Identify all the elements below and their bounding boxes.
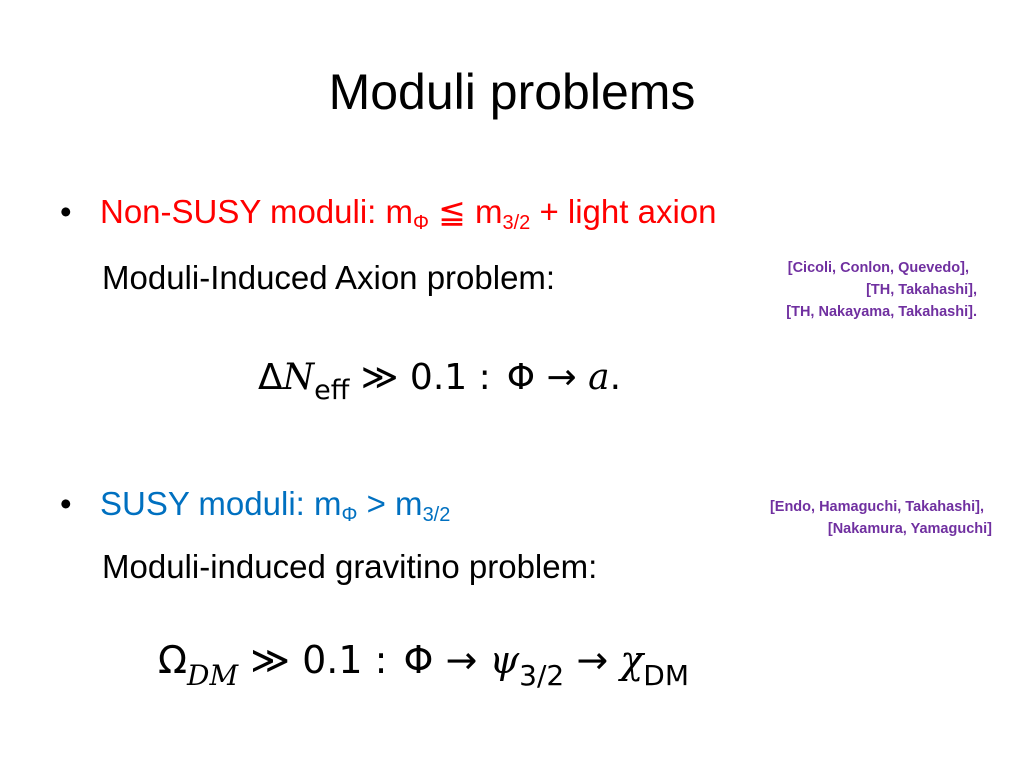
eq-psi-sub: 3/2 [519, 659, 565, 692]
non-susy-text-a: Non-SUSY moduli: m [100, 193, 414, 230]
equation-delta-neff: ΔNeff ≫ 0.1 : Φ → a. [258, 357, 622, 405]
eq-dm-sub: DM [187, 659, 239, 692]
eq-delta: Δ [258, 357, 283, 398]
eq-arrow: → [535, 357, 589, 398]
ref-line: [TH, Nakayama, Takahashi]. [786, 303, 977, 320]
eq-gg: ≫ 0.1 : [238, 638, 388, 682]
ref-line: [Nakamura, Yamaguchi] [827, 520, 992, 537]
equation-omega-dm: ΩDM ≫ 0.1 :Φ → ψ3/2 → χDM [158, 638, 689, 690]
bullet-susy: • SUSY moduli: mΦ > m3/2 [60, 484, 451, 526]
eq-gg: ≫ 0.1 : [349, 357, 491, 398]
slide-title: Moduli problems [328, 64, 696, 120]
axion-problem-label: Moduli-Induced Axion problem: [102, 259, 556, 296]
references-axion: [Cicoli, Conlon, Quevedo], [TH, Takahash… [786, 258, 977, 323]
eq-a: a [588, 357, 610, 398]
eq-psi: ψ [489, 638, 520, 682]
gravitino-problem-label: Moduli-induced gravitino problem: [102, 548, 598, 585]
eq-chi: χ [620, 638, 644, 682]
eq-eff-sub: eff [314, 375, 350, 406]
eq-n: N [282, 357, 315, 398]
susy-text-a: SUSY moduli: m [100, 485, 342, 522]
susy-sub-32: 3/2 [422, 504, 451, 526]
bullet-marker: • [60, 193, 72, 230]
eq-arrow: → [433, 638, 490, 682]
non-susy-sub-phi: Φ [413, 212, 429, 234]
references-gravitino: [Endo, Hamaguchi, Takahashi], [Nakamura,… [770, 497, 992, 541]
eq-arrow: → [564, 638, 621, 682]
eq-omega: Ω [158, 638, 188, 682]
eq-phi: Φ [403, 638, 434, 682]
bullet-marker: • [60, 485, 72, 522]
eq-dot: . [609, 357, 622, 398]
eq-phi: Φ [506, 357, 536, 398]
ref-line: [Endo, Hamaguchi, Takahashi], [769, 499, 984, 515]
non-susy-text-b: + light axion [530, 193, 717, 230]
eq-chi-sub: DM [643, 659, 689, 692]
non-susy-relation: ≦ m [428, 193, 503, 230]
susy-sub-phi: Φ [341, 504, 358, 526]
non-susy-sub-32: 3/2 [502, 212, 531, 234]
ref-line: [TH, Takahashi], [866, 281, 977, 298]
ref-line: [Cicoli, Conlon, Quevedo], [787, 260, 969, 276]
susy-relation: > m [357, 485, 423, 522]
bullet-non-susy: • Non-SUSY moduli: mΦ ≦ m3/2 + light axio… [60, 192, 717, 234]
